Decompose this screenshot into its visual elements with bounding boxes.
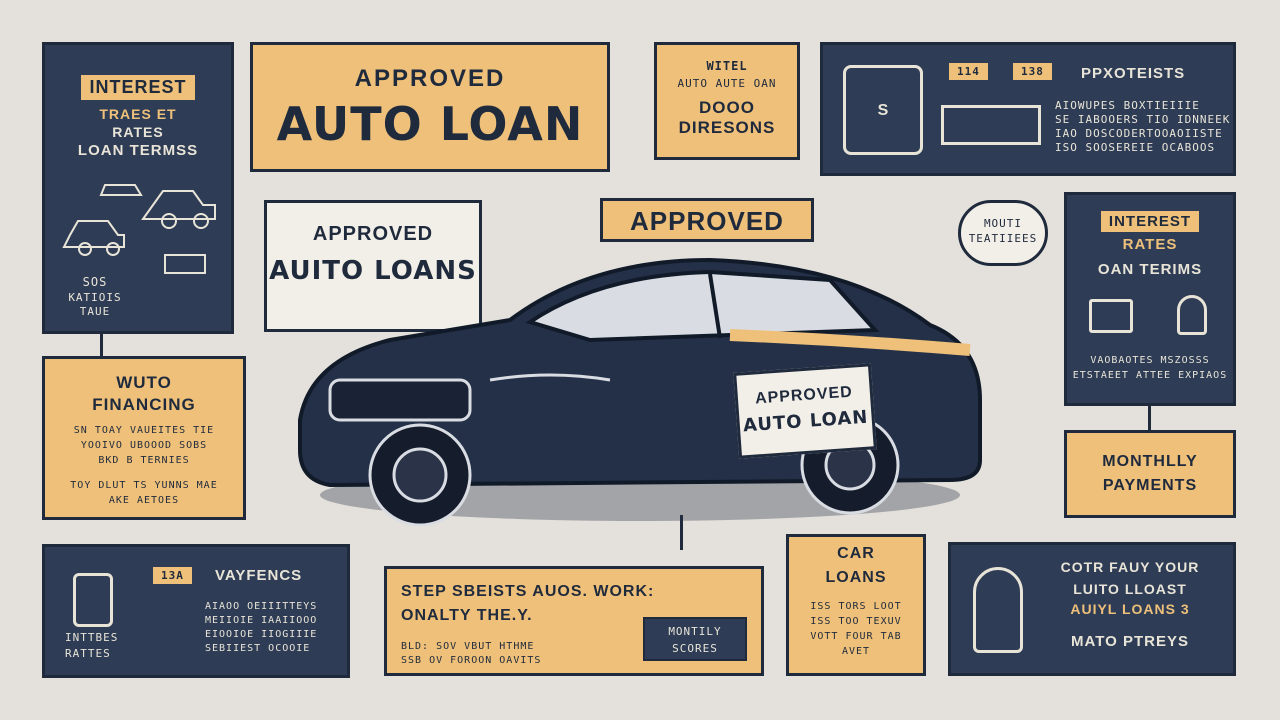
card-line: PAYMENTS [1102,477,1198,494]
tag: 13A [153,567,192,584]
card-line: DIRESONS [678,118,776,137]
banner-line: AUTO LOAN [276,97,584,151]
card-heading: ONALTY THE.Y. [401,607,533,624]
calculator-label: S [877,102,889,119]
interest-rates-panel: INTEREST TRAES ET RATES LOAN TERMSS SOS … [42,42,234,334]
button-label: MONTILY [668,625,722,638]
approved-ribbon: APPROVED [600,198,814,242]
panel-footer: TAUE [79,305,111,318]
panel-title: INTEREST [1100,211,1200,232]
sign-line: APPROVED [754,383,854,408]
card-text: VOTT FOUR TAB [810,631,902,642]
panel-heading: PPXOTEISTS [1081,65,1186,82]
panel-text: ETSTAEET ATTEE EXPIAOS [1072,370,1228,381]
monthly-payments-card: MONTHLLY PAYMENTS [1064,430,1236,518]
card-text: AVET [841,646,871,657]
panel-text: SE IABOOERS TIO IDNNEEK [1055,113,1231,126]
monthly-scores-button[interactable]: MONTILY SCORES [643,617,747,661]
protests-panel: S 114 138 PPXOTEISTS AIOWUPES BOXTIEIIIE… [820,42,1236,176]
card-text: SSB OV FOROON OAVITS [401,655,542,666]
tag: 114 [949,63,988,80]
car-illustration [298,257,982,527]
card-line: WUTO [116,373,172,392]
card-text: ISS TOO TEXUV [810,616,902,627]
card-line: LOANS [825,569,887,586]
card-heading: STEP SBEISTS AUOS. WORK: [401,583,655,600]
panel-line: COTR FAUY YOUR [1060,559,1200,575]
panel-line: LOAN TERMSS [77,142,199,159]
tag: 138 [1013,63,1052,80]
card-line: CAR [837,545,875,562]
card-line: FINANCING [92,395,196,414]
interest-rates-right-panel: INTEREST RATES OAN TERIMS VAOBAOTES MSZO… [1064,192,1236,406]
card-line: WITEL [706,59,748,73]
panel-line: LUITO LLOAST [1073,581,1187,597]
panel-text: ISO SOOSEREIE OCABOOS [1055,141,1216,154]
sign-line: APPROVED [312,223,434,245]
auto-loan-decisions-card: WITEL AUTO AUTE OAN DOOO DIRESONS [654,42,800,160]
bubble-line: TEATIIEES [968,232,1038,245]
car-icons-illustration [62,184,216,274]
panel-line: RATES [112,124,164,140]
panel-line: OAN TERIMS [1097,261,1203,278]
box-illustration [941,105,1041,145]
document-icon [1089,299,1133,333]
car-door-sign: APPROVED AUTO LOAN [733,363,877,459]
panel-text: SEBIIEST OCOOIE [205,643,311,654]
card-text: BKD B TERNIES [98,455,190,466]
card-line: AUTO AUTE OAN [677,77,777,90]
panel-label: RATTES [65,647,111,660]
card-text: AKE AETOES [108,495,180,506]
panel-text: AIOWUPES BOXTIEIIIE [1055,99,1200,112]
panel-footer: SOS [82,275,108,289]
panel-text: VAOBAOTES MSZOSSS [1090,355,1210,366]
card-text: SN TOAY VAUEITES TIE [73,425,215,436]
panel-line: AUIYL LOANS 3 [1070,601,1190,617]
panel-title: INTEREST [81,75,195,100]
payment-options-panel: 13A VAYFENCS AIAOO OEIIITTEYS MEIIOIE IA… [42,544,350,678]
phone-icon [73,573,113,627]
panel-line: RATES [1122,236,1178,253]
card-line: DOOO [699,98,755,117]
approved-auto-loans-sign: APPROVED AUITO LOANS [264,200,482,332]
card-text: TOY DLUT TS YUNNS MAE [70,480,218,491]
panel-line: MATO PTREYS [1071,633,1189,650]
banner-line: APPROVED [354,65,506,92]
card-text: BLD: SOV VBUT HTHME [401,641,535,652]
card-text: ISS TORS LOOT [810,601,902,612]
panel-text: EIOOIOE IIOGIIIE [205,629,318,640]
approved-auto-loan-banner: APPROVED AUTO LOAN [250,42,610,172]
connector-line [1148,405,1151,430]
sign-line: AUTO LOAN [742,406,870,437]
connector-line [680,515,683,550]
panel-label: INTTBES [65,631,119,644]
ribbon-label: APPROVED [630,206,784,236]
panel-text: IAO DOSCODERTOOAOIISTE [1055,127,1223,140]
calculator-icon: S [843,65,923,155]
panel-text: MEIIOIE IAAIIOOO [205,615,318,626]
connector-line [100,333,103,357]
auto-loans-info-panel: COTR FAUY YOUR LUITO LLOAST AUIYL LOANS … [948,542,1236,676]
steps-card: STEP SBEISTS AUOS. WORK: ONALTY THE.Y. B… [384,566,764,676]
car-loans-card: CAR LOANS ISS TORS LOOT ISS TOO TEXUV VO… [786,534,926,676]
button-label: SCORES [672,642,718,655]
person-icon [1177,295,1207,335]
bubble-line: MOUTI [983,217,1023,230]
sign-line: AUITO LOANS [269,256,477,286]
auto-financing-card: WUTO FINANCING SN TOAY VAUEITES TIE YOOI… [42,356,246,520]
card-text: YOOIVO UBOOOD SOBS [80,440,208,451]
panel-subtitle: TRAES ET [99,106,177,122]
panel-heading: VAYFENCS [215,567,303,584]
card-line: MONTHLLY [1102,453,1198,470]
panel-text: AIAOO OEIIITTEYS [205,601,318,612]
panel-footer: KATIOIS [68,291,122,304]
person-icon [973,567,1023,653]
speech-bubble: MOUTI TEATIIEES [958,200,1048,266]
